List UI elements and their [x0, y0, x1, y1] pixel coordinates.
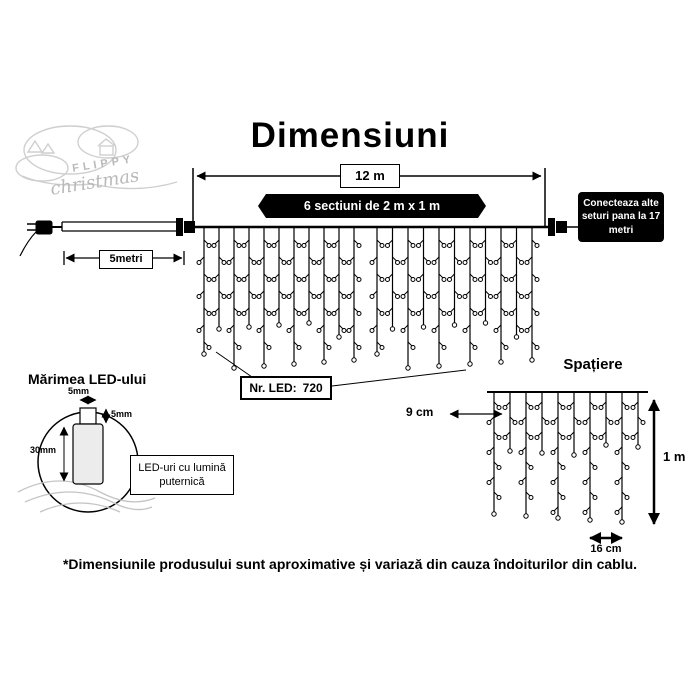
dimension-1m-label: 1 m: [663, 449, 686, 464]
sections-bar-label: 6 sectiuni de 2 m x 1 m: [258, 194, 486, 218]
connect-note-box: Conecteaza alte seturi pana la 17 metri: [578, 192, 664, 242]
led-size-title: Mărimea LED-ului: [28, 371, 147, 387]
spacing-diagram-curtain: [486, 392, 646, 525]
curtain-section-left: [196, 228, 362, 371]
dimension-12m-label: 12 m: [340, 164, 400, 188]
led-drawing: [59, 395, 111, 485]
led-width-side-label: 5mm: [111, 409, 133, 419]
dimension-5m-label: 5metri: [99, 250, 153, 269]
led-count-value: 720: [302, 381, 323, 395]
logo-sketch: [15, 125, 178, 190]
spacing-section-title: Spațiere: [563, 356, 623, 373]
page-title: Dimensiuni: [250, 116, 450, 155]
wire-sketch: [17, 480, 156, 513]
led-count-box: Nr. LED: 720: [240, 376, 332, 400]
nrled-pointer-lines: [215, 351, 467, 387]
curtain-section-right: [369, 228, 540, 371]
footnote: *Dimensiunile produsului sunt aproximati…: [62, 556, 638, 572]
led-width-top-label: 5mm: [68, 386, 90, 396]
dimension-16cm-label: 16 cm: [590, 543, 622, 555]
led-height-label: 30mm: [30, 445, 57, 455]
dimension-9cm-label: 9 cm: [406, 405, 434, 419]
led-note-box: LED-uri cu lumină puternică: [130, 455, 234, 495]
plug-icon: [35, 220, 53, 235]
main-wire: [176, 218, 578, 236]
left-connector-icon: [176, 218, 183, 236]
lead-cable: [19, 220, 178, 257]
right-connector-icon: [548, 218, 555, 236]
led-count-label: Nr. LED:: [249, 381, 297, 395]
